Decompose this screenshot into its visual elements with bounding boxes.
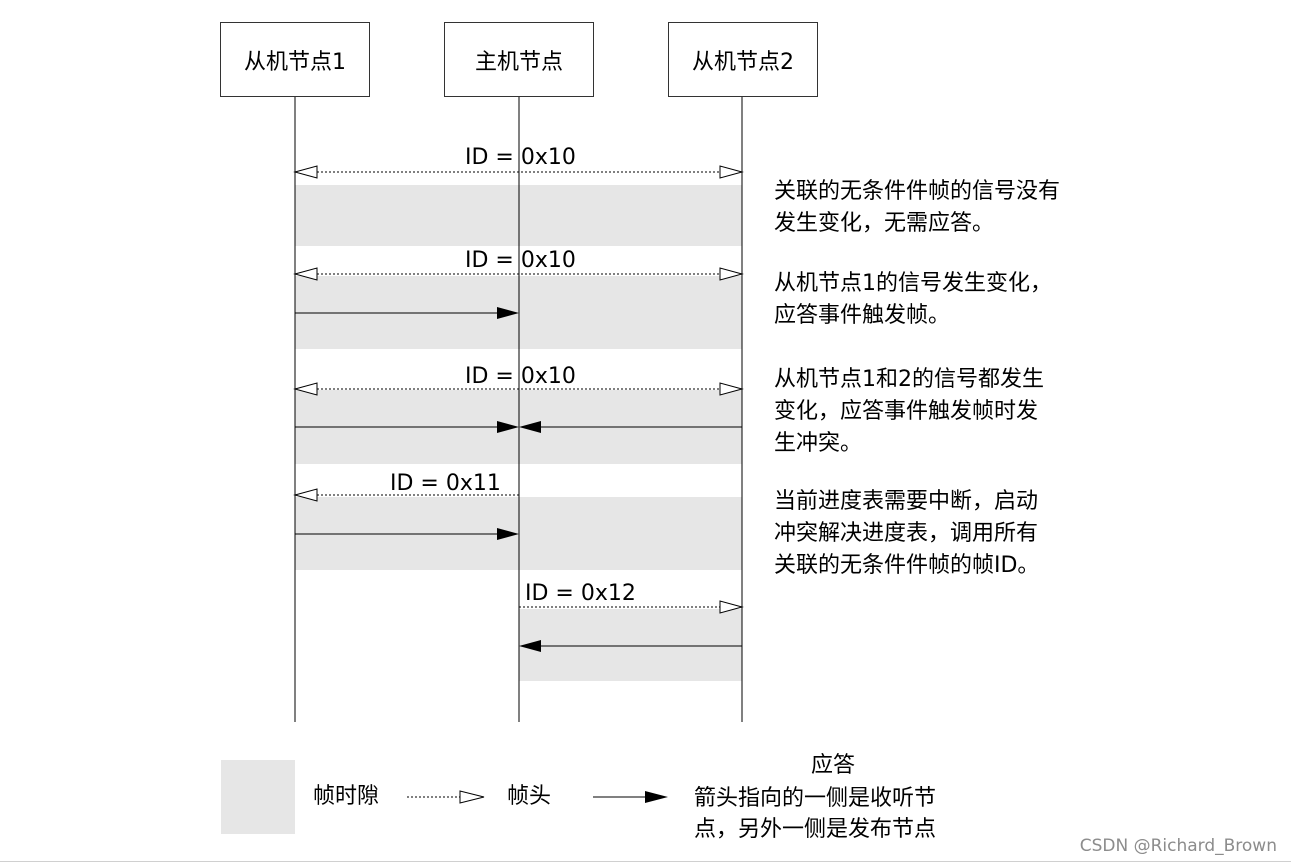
description-line: 从机节点1和2的信号都发生 bbox=[774, 367, 1044, 392]
description-line: 当前进度表需要中断，启动 bbox=[774, 489, 1039, 514]
description-line: 变化，应答事件触发帧时发 bbox=[774, 399, 1039, 424]
description-line: 冲突解决进度表，调用所有 bbox=[774, 521, 1039, 546]
footer-divider bbox=[0, 861, 1291, 862]
legend-response-desc-2: 点，另外一侧是发布节点 bbox=[694, 817, 937, 842]
response-arrowhead bbox=[519, 421, 541, 433]
description-line: 关联的无条件件帧的帧ID。 bbox=[774, 553, 1040, 578]
node-master: 主机节点 bbox=[444, 22, 594, 97]
legend-response-arrowhead bbox=[645, 791, 668, 803]
node-slave2-label: 从机节点2 bbox=[692, 49, 794, 75]
header-arrowhead-right bbox=[719, 165, 744, 179]
description-line: 生冲突。 bbox=[774, 431, 863, 456]
header-arrowhead-left bbox=[293, 165, 318, 179]
legend-response-title: 应答 bbox=[811, 753, 856, 778]
header-arrowhead-right bbox=[719, 382, 744, 396]
legend-header-label: 帧头 bbox=[507, 784, 552, 809]
frame-4-id-label: ID = 0x11 bbox=[390, 471, 501, 496]
header-arrowhead-left bbox=[293, 488, 318, 502]
description-line: 发生变化，无需应答。 bbox=[774, 211, 995, 236]
node-master-label: 主机节点 bbox=[474, 49, 563, 75]
frame-1-id-label: ID = 0x10 bbox=[465, 145, 576, 170]
legend-slot-label: 帧时隙 bbox=[313, 784, 380, 809]
response-arrowhead bbox=[519, 640, 541, 652]
description-line: 关联的无条件件帧的信号没有 bbox=[774, 179, 1061, 204]
frame-5-id-label: ID = 0x12 bbox=[525, 581, 636, 606]
header-arrowhead-right bbox=[719, 267, 744, 281]
legend-response-desc-1: 箭头指向的一侧是收听节 bbox=[694, 786, 937, 811]
frame-3-id-label: ID = 0x10 bbox=[465, 364, 576, 389]
frame-2-description: 从机节点1的信号发生变化， 应答事件触发帧。 bbox=[774, 268, 1104, 332]
node-slave1: 从机节点1 bbox=[220, 22, 370, 97]
response-arrowhead bbox=[497, 307, 519, 319]
description-line: 从机节点1的信号发生变化， bbox=[774, 271, 1052, 296]
legend-slot-swatch bbox=[221, 760, 295, 834]
header-arrowhead-left bbox=[293, 267, 318, 281]
description-line: 应答事件触发帧。 bbox=[774, 303, 951, 328]
frame-4-description: 当前进度表需要中断，启动 冲突解决进度表，调用所有 关联的无条件件帧的帧ID。 bbox=[774, 486, 1104, 582]
header-arrowhead-left bbox=[293, 382, 318, 396]
response-arrowhead bbox=[497, 421, 519, 433]
response-arrowhead bbox=[497, 528, 519, 540]
watermark: CSDN @Richard_Brown bbox=[1079, 836, 1277, 856]
node-slave1-label: 从机节点1 bbox=[244, 49, 346, 75]
header-arrowhead-right bbox=[719, 600, 744, 614]
frame-1-description: 关联的无条件件帧的信号没有 发生变化，无需应答。 bbox=[774, 176, 1104, 240]
frame-3-description: 从机节点1和2的信号都发生 变化，应答事件触发帧时发 生冲突。 bbox=[774, 364, 1104, 460]
frame-2-id-label: ID = 0x10 bbox=[465, 248, 576, 273]
node-slave2: 从机节点2 bbox=[668, 22, 818, 97]
frame-slot bbox=[519, 609, 742, 681]
legend-header-arrowhead bbox=[459, 790, 485, 804]
